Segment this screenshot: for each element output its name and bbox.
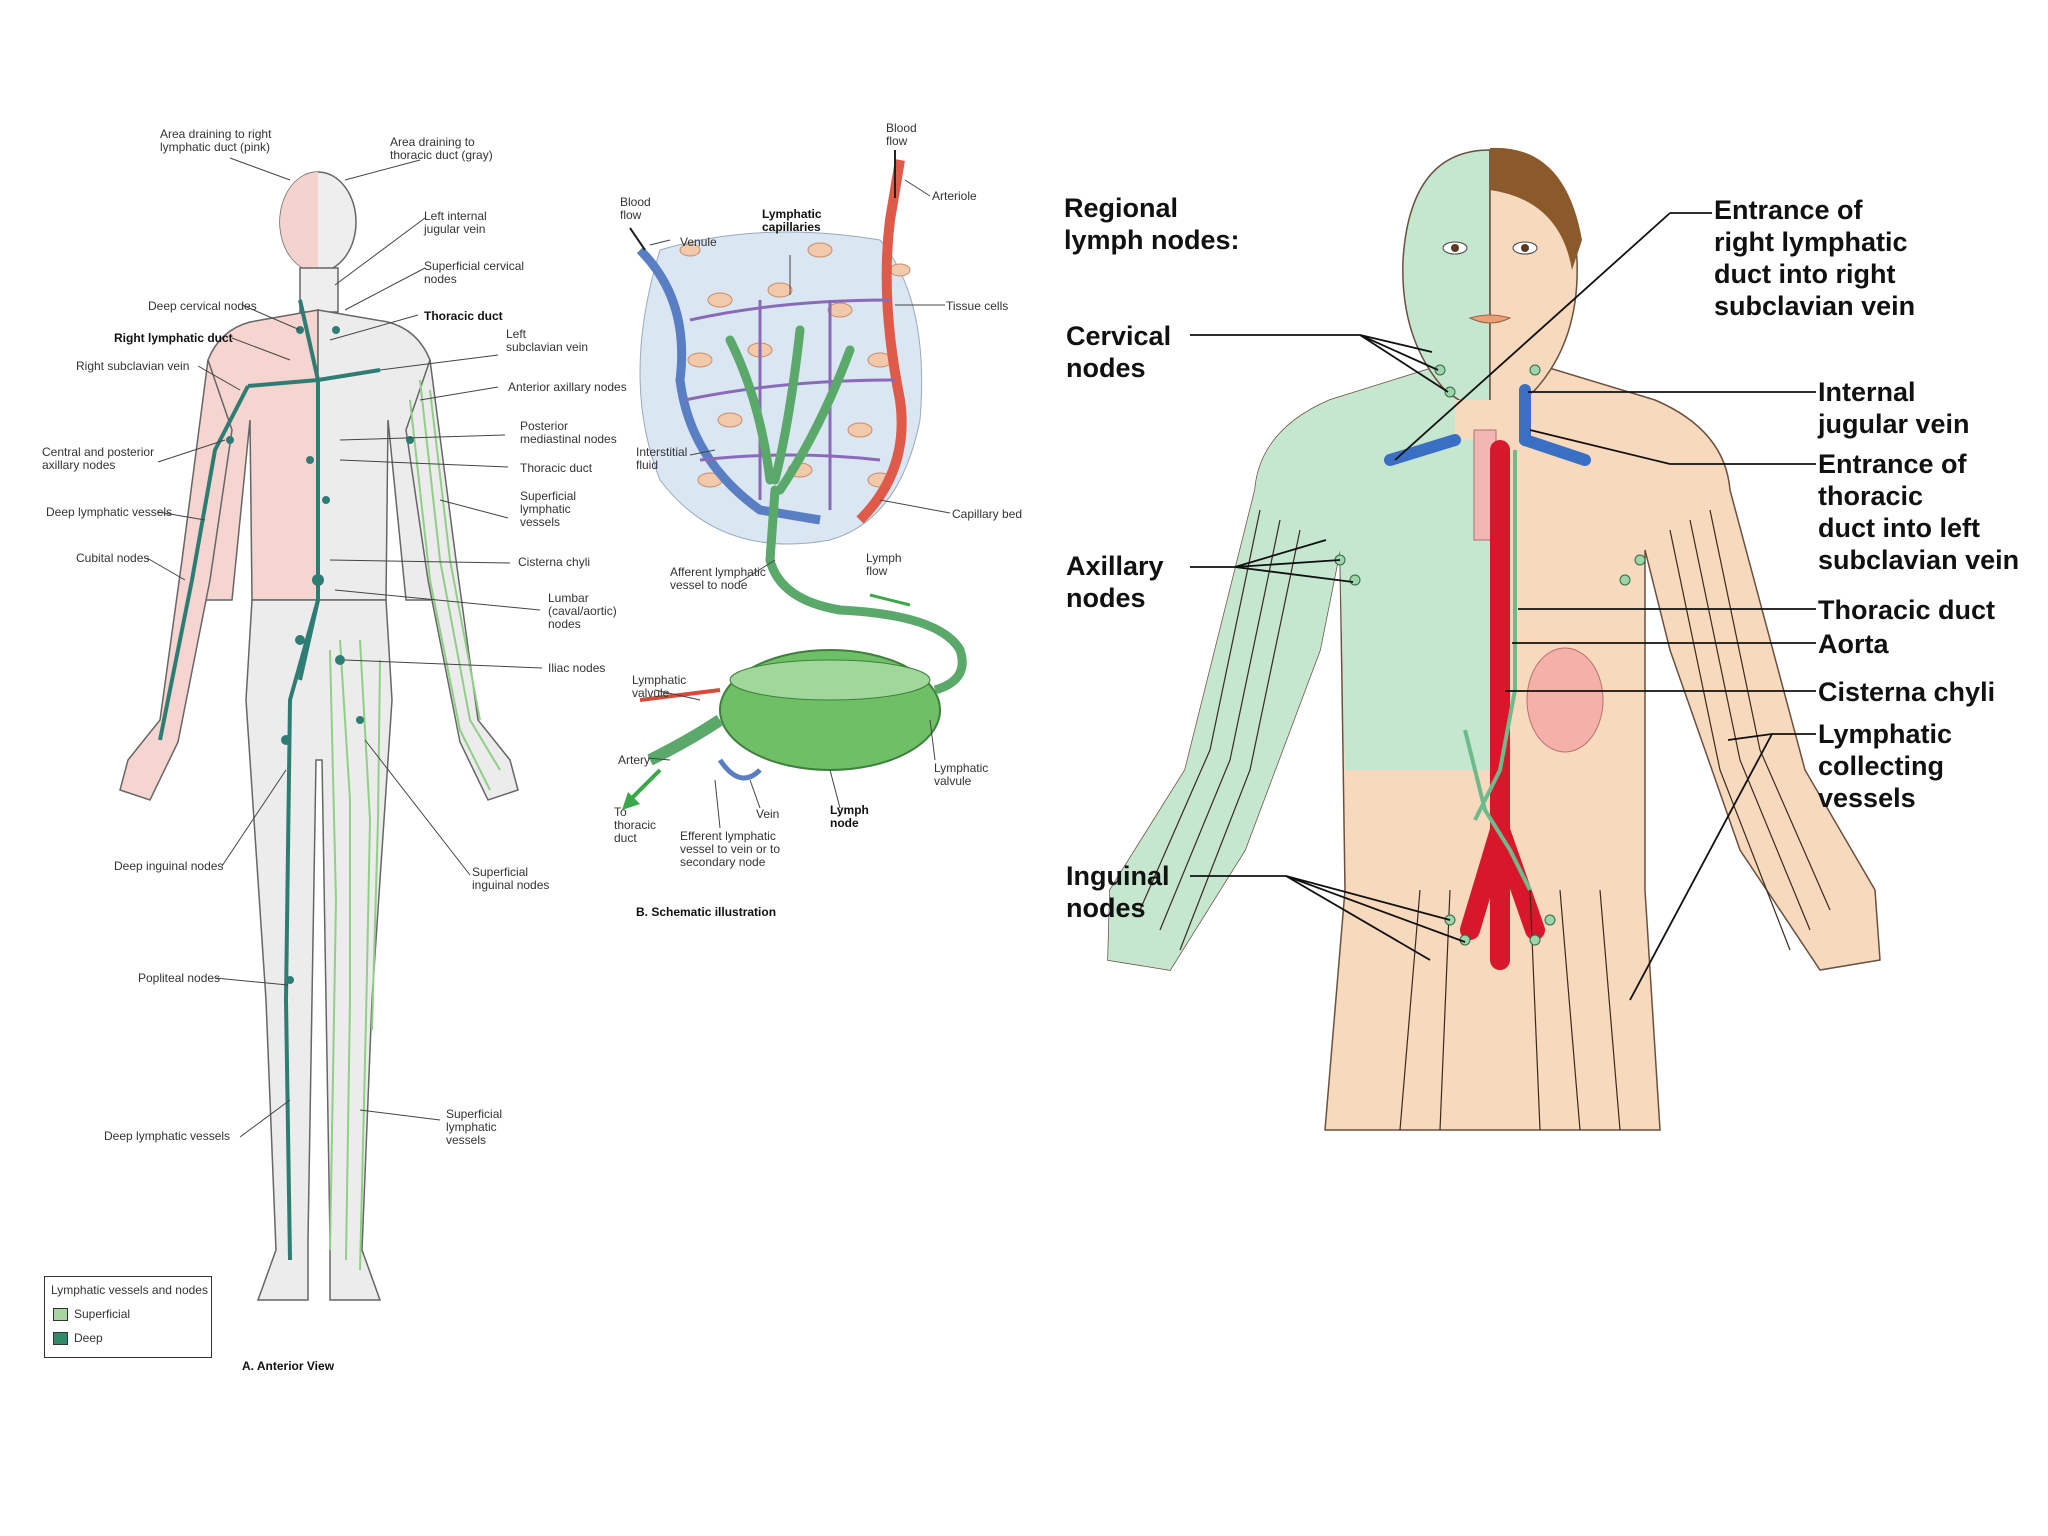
label-artery: Artery [618, 753, 651, 767]
legend-swatch-deep [53, 1332, 68, 1346]
regional-title: Regional lymph nodes: [1064, 193, 1240, 255]
label-lymphatic-capillaries: Lymphatic capillaries [762, 207, 822, 234]
label-popliteal: Popliteal nodes [138, 971, 221, 985]
label-deep-inguinal: Deep inguinal nodes [114, 859, 224, 873]
legend-item-deep: Deep [53, 1331, 103, 1346]
label-afferent-vessel: Afferent lymphatic vessel to node [670, 565, 766, 592]
arteriole [856, 159, 907, 524]
lymph-collecting-vessels [1139, 509, 1831, 1131]
legend-label-superficial: Superficial [74, 1307, 131, 1321]
label-efferent-vessel: Efferent lymphatic vessel to vein or to … [680, 829, 781, 869]
label-superficial-cervical: Superficial cervical nodes [424, 259, 525, 286]
label-lymph-flow: Lymph flow [866, 551, 902, 578]
label-thoracic-duct-mid: Thoracic duct [520, 461, 593, 475]
to-thoracic-arrowhead [622, 792, 640, 810]
label-area-thoracic-duct: Area draining to thoracic duct (gray) [390, 135, 493, 162]
label-blood-flow-top: Blood flow [886, 121, 917, 148]
label-internal-jugular: Internal jugular vein [1818, 377, 1970, 439]
label-lumbar-nodes: Lumbar (caval/aortic) nodes [548, 591, 617, 631]
legend-item-superficial: Superficial [53, 1307, 131, 1322]
panel-schematic: Blood flow Arteriole Blood flow Venule L… [0, 0, 1022, 940]
caption-schematic: B. Schematic illustration [636, 905, 777, 919]
label-cubital-nodes: Cubital nodes [76, 551, 150, 565]
label-left-subclavian: Left subclavian vein [506, 327, 589, 354]
regional-body-illustration [1107, 147, 1881, 1131]
label-left-internal-jugular: Left internal jugular vein [424, 209, 487, 236]
thoracic-duct [1463, 450, 1532, 891]
label-entrance-thoracic-duct: Entrance of thoracic duct into left subc… [1818, 449, 2020, 575]
label-lymphatic-collecting-vessels: Lymphatic collecting vessels [1818, 719, 1953, 813]
label-aorta: Aorta [1818, 629, 1889, 659]
label-superficial-vessels-leg: Superficial lymphatic vessels [446, 1107, 503, 1147]
caption-anterior-view: A. Anterior View [242, 1359, 335, 1373]
legend-title: Lymphatic vessels and nodes [51, 1283, 208, 1297]
label-arteriole: Arteriole [932, 189, 977, 203]
label-thoracic-duct-top: Thoracic duct [424, 309, 503, 323]
label-deep-vessels-arm: Deep lymphatic vessels [46, 505, 173, 519]
deep-lymphatic-vessels [158, 299, 381, 1261]
vein-near-node [717, 758, 762, 781]
label-valvule-right: Lymphatic valvule [934, 761, 989, 788]
schematic-illustration [622, 150, 967, 829]
lymphatic-capillaries [725, 325, 965, 655]
hair [1490, 147, 1582, 270]
right-drainage-region [1108, 350, 1490, 970]
label-cervical-nodes: Cervical nodes [1066, 321, 1172, 383]
label-lymph-node: Lymph node [830, 803, 869, 830]
panel-regional-nodes: Regional lymph nodes: Cervical nodes Axi… [1060, 130, 2040, 1150]
legend-box: Lymphatic vessels and nodes Superficial … [44, 1276, 212, 1358]
efferent-vessel [647, 715, 724, 766]
panel-anterior-view: Area draining to right lymphatic duct (p… [0, 0, 640, 1400]
label-anterior-axillary: Anterior axillary nodes [508, 380, 627, 394]
leader-lines [146, 157, 543, 1138]
schematic-leader-lines [647, 179, 951, 829]
to-thoracic-arrow [628, 768, 662, 802]
label-deep-vessels-leg: Deep lymphatic vessels [104, 1129, 231, 1143]
label-tissue-cells: Tissue cells [946, 299, 1009, 313]
legend-swatch-superficial [53, 1308, 68, 1322]
stomach [1526, 647, 1604, 753]
label-cisterna-chyli: Cisterna chyli [1818, 677, 1996, 707]
label-cisterna-chyli-a: Cisterna chyli [518, 555, 591, 569]
label-valvule-left: Lymphatic valvule [632, 673, 687, 700]
label-blood-flow-left: Blood flow [620, 195, 651, 222]
label-right-lymphatic-duct: Right lymphatic duct [114, 331, 233, 345]
label-vein: Vein [756, 807, 780, 821]
lymph-node-top [729, 659, 931, 701]
veins [1384, 384, 1591, 466]
label-axillary-nodes: Axillary nodes [1066, 551, 1164, 613]
label-superficial-inguinal: Superficial inguinal nodes [472, 865, 550, 892]
artery-near-node [639, 688, 721, 702]
label-interstitial-fluid: Interstitial fluid [636, 445, 688, 472]
label-thoracic-duct: Thoracic duct [1818, 595, 1996, 625]
label-right-subclavian: Right subclavian vein [76, 359, 190, 373]
label-capillary-bed: Capillary bed [952, 507, 1023, 521]
blood-flow-arrow-left [629, 227, 646, 251]
afferent-vessel [933, 648, 967, 695]
label-posterior-mediastinal: Posterior mediastinal nodes [520, 419, 617, 446]
label-area-right-duct: Area draining to right lymphatic duct (p… [160, 127, 272, 154]
mouth [1468, 314, 1512, 324]
lymph-nodes [226, 326, 414, 984]
label-iliac-nodes: Iliac nodes [548, 661, 606, 675]
label-inguinal-nodes: Inguinal nodes [1066, 861, 1170, 923]
label-central-axillary: Central and posterior axillary nodes [42, 445, 155, 472]
label-superficial-vessels-arm: Superficial lymphatic vessels [520, 489, 577, 529]
label-deep-cervical: Deep cervical nodes [148, 299, 257, 313]
regional-leader-lines [1190, 212, 1816, 1001]
venule [636, 246, 821, 525]
label-venule: Venule [680, 235, 717, 249]
legend-label-deep: Deep [74, 1331, 103, 1345]
anterior-body-illustration [119, 157, 543, 1301]
label-entrance-right-duct: Entrance of right lymphatic duct into ri… [1714, 195, 1916, 321]
lymph-flow-arrow [869, 593, 911, 607]
superficial-lymphatic-vessels [329, 379, 501, 1271]
label-to-thoracic-duct: To thoracic duct [614, 805, 657, 845]
